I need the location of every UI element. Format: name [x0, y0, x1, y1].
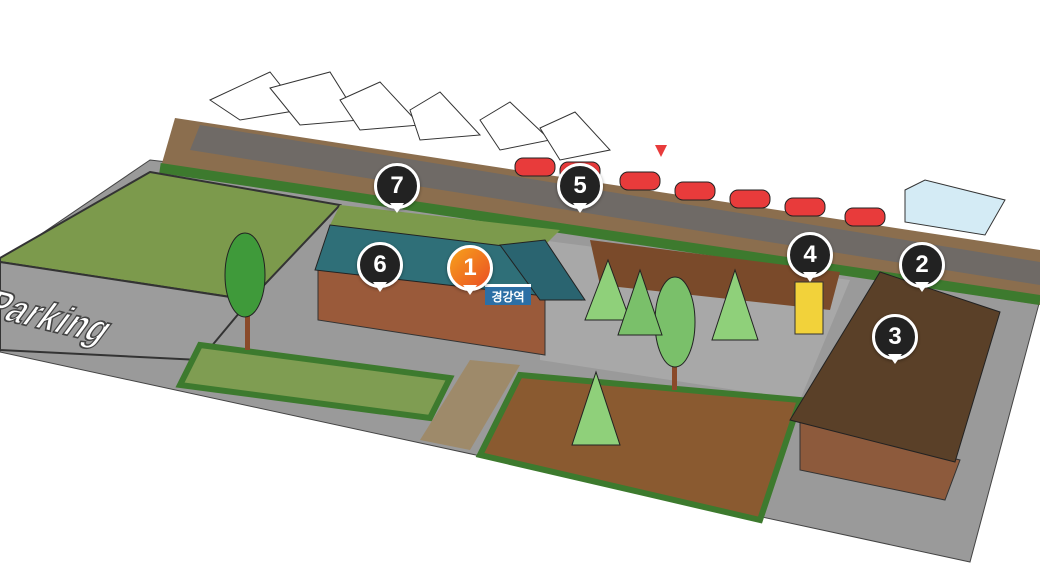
- marker-5-pointer: [573, 203, 587, 213]
- station-name-sign: 경강역: [485, 284, 531, 305]
- warehouse-roof: [789, 271, 1001, 463]
- wooden-walkway: [420, 360, 520, 450]
- marker-1-pointer: [463, 285, 477, 295]
- leaf-garden: [475, 371, 805, 524]
- marker-2[interactable]: 2: [899, 242, 945, 298]
- marker-5-pin: 5: [557, 163, 603, 209]
- marker-1-pin: 1: [447, 245, 493, 291]
- marker-7[interactable]: 7: [374, 163, 420, 219]
- lawn-front: [175, 341, 455, 422]
- yellow-kiosk: [794, 281, 824, 335]
- lawn-rear: [330, 205, 560, 250]
- red-marker-triangle: [655, 145, 667, 157]
- marker-1[interactable]: 1: [447, 245, 493, 301]
- marker-5[interactable]: 5: [557, 163, 603, 219]
- marker-7-pointer: [390, 203, 404, 213]
- marker-6[interactable]: 6: [357, 242, 403, 298]
- marker-4[interactable]: 4: [787, 232, 833, 288]
- marker-6-pointer: [373, 282, 387, 292]
- trees: [224, 232, 759, 446]
- marker-2-pointer: [915, 282, 929, 292]
- marker-7-pin: 7: [374, 163, 420, 209]
- marker-3[interactable]: 3: [872, 314, 918, 370]
- white-canopies: [208, 71, 1006, 236]
- marker-3-pointer: [888, 354, 902, 364]
- station-roof-right: [499, 239, 586, 301]
- plaza-brown: [590, 240, 840, 310]
- marker-4-pointer: [803, 272, 817, 282]
